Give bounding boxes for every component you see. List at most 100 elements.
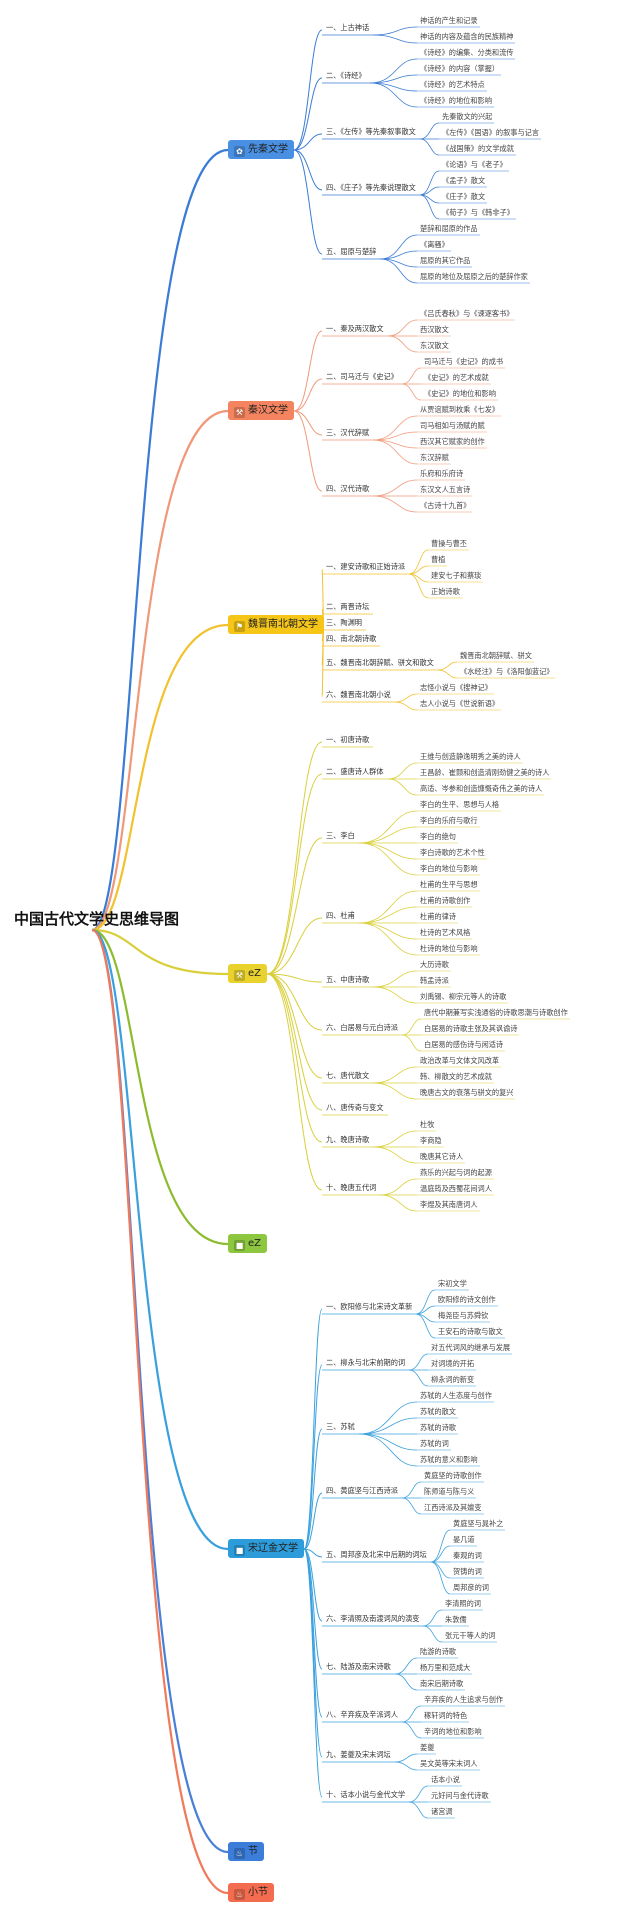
branch-label: 节 bbox=[248, 1846, 258, 1857]
branch-node[interactable]: ♨小节 bbox=[228, 1883, 274, 1902]
link-line bbox=[91, 928, 229, 1246]
link-line bbox=[91, 928, 229, 1895]
subtopic-label: 辛词的地位和影响 bbox=[424, 1727, 482, 1736]
tools-icon: ⚒ bbox=[234, 970, 245, 981]
subtopic-label: 秦观的词 bbox=[453, 1551, 482, 1560]
subtopic-label: 《庄子》散文 bbox=[442, 192, 486, 201]
link-line bbox=[419, 194, 440, 220]
branch-node[interactable]: ♨节 bbox=[228, 1842, 264, 1861]
link-line bbox=[293, 77, 323, 151]
link-line bbox=[358, 1433, 418, 1467]
link-line bbox=[372, 495, 418, 513]
link-line bbox=[379, 234, 418, 260]
subtopic-label: 神话的产生和记录 bbox=[420, 16, 478, 25]
tools-icon: ⚒ bbox=[234, 407, 245, 418]
link-line bbox=[394, 1673, 418, 1691]
branch-label: 先秦文学 bbox=[248, 144, 288, 155]
topic-label: 五、屈原与楚辞 bbox=[326, 247, 377, 256]
topic-label: 九、姜夔及宋末词坛 bbox=[326, 1750, 391, 1759]
branch-label: eZ bbox=[248, 1238, 262, 1249]
link-line bbox=[379, 1194, 418, 1212]
topic-label: 十、话本小说与金代文学 bbox=[326, 1790, 406, 1799]
subtopic-label: 话本小说 bbox=[431, 1775, 460, 1784]
link-line bbox=[372, 439, 418, 449]
link-line bbox=[303, 1548, 323, 1622]
link-line bbox=[372, 1066, 418, 1084]
link-line bbox=[358, 1417, 418, 1435]
topic-label: 二、《诗经》 bbox=[326, 71, 366, 80]
branch-node[interactable]: ⚒eZ bbox=[228, 964, 268, 983]
subtopic-label: 温庭筠及西蜀花间词人 bbox=[420, 1184, 492, 1193]
topic-label: 五、周邦彦及北宋中后期的词坛 bbox=[326, 1550, 427, 1559]
link-line bbox=[293, 410, 323, 492]
subtopic-label: 《诗经》的内容（掌握） bbox=[420, 64, 500, 73]
fire-icon: ♨ bbox=[234, 1889, 245, 1900]
subtopic-label: 神话的内容及蕴含的民族精神 bbox=[420, 32, 514, 41]
link-line bbox=[372, 1130, 418, 1148]
link-line bbox=[394, 693, 418, 703]
subtopic-label: 苏轼的诗歌 bbox=[420, 1423, 456, 1432]
subtopic-label: 元好问与金代诗歌 bbox=[431, 1791, 489, 1800]
topic-label: 二、柳永与北宋前期的词 bbox=[326, 1358, 406, 1367]
subtopic-label: 屈原的其它作品 bbox=[420, 256, 471, 265]
branch-node[interactable]: ⚑魏晋南北朝文学 bbox=[228, 615, 324, 634]
link-line bbox=[379, 258, 418, 284]
link-line bbox=[379, 1178, 418, 1196]
topic-label: 五、中唐诗歌 bbox=[326, 975, 370, 984]
subtopic-label: 《荀子》与《韩非子》 bbox=[442, 208, 514, 217]
subtopic-label: 《诗经》的编集、分类和流传 bbox=[420, 48, 514, 57]
subtopic-label: 《左传》《国语》的叙事与记言 bbox=[442, 128, 540, 137]
subtopic-label: 韩孟诗派 bbox=[420, 976, 449, 985]
link-line bbox=[430, 1545, 451, 1563]
branch-node[interactable]: ⚒秦汉文学 bbox=[228, 401, 294, 420]
link-line bbox=[266, 973, 323, 1031]
topic-label: 三、《左传》等先秦叙事散文 bbox=[326, 127, 416, 136]
subtopic-label: 张元干等人的词 bbox=[445, 1631, 496, 1640]
subtopic-label: 对五代词风的继承与发展 bbox=[431, 1343, 511, 1352]
link-line bbox=[419, 194, 440, 204]
link-line bbox=[415, 1313, 436, 1339]
link-line bbox=[401, 1705, 422, 1723]
link-line bbox=[422, 1609, 443, 1627]
subtopic-label: 《古诗十九首》 bbox=[420, 501, 471, 510]
subtopic-label: 魏晋南北朝辞赋、骈文 bbox=[460, 651, 532, 660]
topic-label: 八、辛弃疾及辛派词人 bbox=[326, 1710, 398, 1719]
link-line bbox=[394, 701, 418, 711]
branch-node[interactable]: ■宋辽金文学 bbox=[228, 1539, 304, 1558]
topic-label: 六、白居易与元白诗派 bbox=[326, 1023, 398, 1032]
link-line bbox=[430, 1529, 451, 1563]
subtopic-label: 《史记》的地位和影响 bbox=[424, 389, 496, 398]
subtopic-label: 建安七子和蔡琰 bbox=[431, 571, 482, 580]
subtopic-label: 《离骚》 bbox=[420, 240, 449, 249]
link-line bbox=[358, 1401, 418, 1435]
link-line bbox=[379, 250, 418, 260]
link-line bbox=[387, 335, 418, 353]
link-line bbox=[408, 1353, 429, 1371]
subtopic-label: 晏几道 bbox=[453, 1535, 475, 1544]
topic-label: 三、陶渊明 bbox=[326, 618, 362, 627]
subtopic-label: 高适、岑参和创造慷慨奇伟之美的诗人 bbox=[420, 784, 543, 793]
topic-label: 一、建安诗歌和正始诗派 bbox=[326, 562, 406, 571]
topic-label: 六、李清照及南渡词风的演变 bbox=[326, 1614, 420, 1623]
link-line bbox=[266, 773, 323, 975]
link-line bbox=[372, 439, 418, 465]
branch-label: eZ bbox=[248, 968, 262, 979]
subtopic-label: 李白的地位与影响 bbox=[420, 864, 478, 873]
subtopic-label: 王维与创造静逸明秀之美的诗人 bbox=[420, 752, 521, 761]
topic-label: 七、唐代散文 bbox=[326, 1071, 370, 1080]
link-line bbox=[266, 837, 323, 975]
branch-label: 宋辽金文学 bbox=[248, 1543, 298, 1554]
subtopic-label: 刘禹锡、柳宗元等人的诗歌 bbox=[420, 992, 507, 1001]
branch-node[interactable]: ■eZ bbox=[228, 1234, 268, 1253]
link-line bbox=[419, 138, 440, 156]
subtopic-label: 《诗经》的地位和影响 bbox=[420, 96, 492, 105]
subtopic-label: 江西诗派及其嬗变 bbox=[424, 1503, 482, 1512]
subtopic-label: 曹操与曹丕 bbox=[431, 539, 467, 548]
subtopic-label: 曹植 bbox=[431, 555, 446, 564]
link-line bbox=[358, 842, 418, 876]
topic-label: 六、魏晋南北朝小说 bbox=[326, 690, 391, 699]
subtopic-label: 司马相如与汤赋的赋 bbox=[420, 421, 485, 430]
branch-node[interactable]: ✿先秦文学 bbox=[228, 140, 294, 159]
link-line bbox=[91, 928, 229, 1551]
subtopic-label: 李白的绝句 bbox=[420, 832, 456, 841]
